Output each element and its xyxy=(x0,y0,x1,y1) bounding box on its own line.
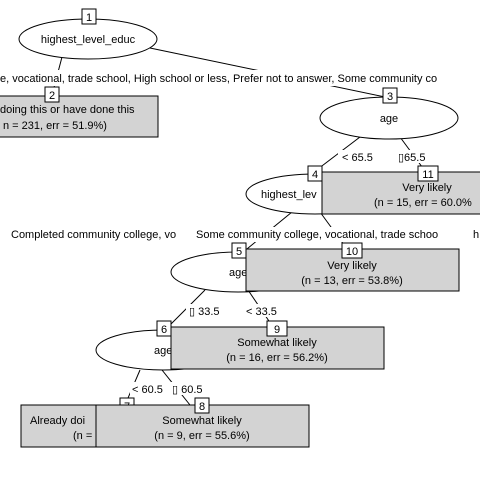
node-9-line2: (n = 16, err = 56.2%) xyxy=(226,352,328,364)
node-2-line1: doing this or have done this xyxy=(0,104,135,116)
node-1: highest_level_educ 1 xyxy=(18,8,158,60)
node-1-id: 1 xyxy=(86,12,92,24)
node-5-label: age xyxy=(229,267,247,279)
edge-label-4-10: Some community college, vocational, trad… xyxy=(196,229,438,241)
edge-label-6-7: < 60.5 xyxy=(132,384,163,396)
node-7-line2: (n = xyxy=(73,430,92,442)
node-1-label: highest_level_educ xyxy=(41,34,136,46)
edge-label-4-5: Completed community college, vo xyxy=(11,229,176,241)
edge-label-6-8: ▯ 60.5 xyxy=(172,384,203,396)
node-8-leaf: Somewhat likely (n = 9, err = 55.6%) 8 xyxy=(95,397,310,448)
edge-label-5-9: < 33.5 xyxy=(246,306,277,318)
node-6-label: age xyxy=(154,345,172,357)
node-9-id: 9 xyxy=(274,324,280,336)
node-10-id: 10 xyxy=(346,246,358,258)
node-2-id: 2 xyxy=(49,90,55,102)
node-4-label: highest_lev xyxy=(261,189,317,201)
edge-label-bg xyxy=(8,227,480,242)
node-11-id: 11 xyxy=(422,169,433,181)
node-10-line1: Very likely xyxy=(327,260,377,272)
edge-label-bg xyxy=(244,304,284,317)
node-11-leaf: Very likely (n = 15, err = 60.0% 11 xyxy=(321,165,480,215)
edge-label-bg xyxy=(395,150,435,163)
node-10-line2: (n = 13, err = 53.8%) xyxy=(301,275,403,287)
node-11-line2: (n = 15, err = 60.0% xyxy=(374,197,472,209)
node-2-leaf: doing this or have done this n = 231, er… xyxy=(0,86,159,138)
edge-label-5-6: ▯ 33.5 xyxy=(189,306,220,318)
edge-label-bg xyxy=(0,70,480,86)
node-2-line2: n = 231, err = 51.9%) xyxy=(3,120,107,132)
node-8-line2: (n = 9, err = 55.6%) xyxy=(154,430,249,442)
node-4-id: 4 xyxy=(312,169,318,181)
node-3-id: 3 xyxy=(387,91,393,103)
edge-label-bg xyxy=(170,382,210,395)
edge-label-bg xyxy=(130,382,170,395)
node-3-label: age xyxy=(380,113,398,125)
edge-label-bg xyxy=(186,304,228,317)
edge-label-1-2: e, vocational, trade school, High school… xyxy=(0,73,437,85)
node-8-id: 8 xyxy=(199,401,205,413)
node-3: age 3 xyxy=(319,87,459,140)
node-7-line1: Already doi xyxy=(30,415,85,427)
node-11-line1: Very likely xyxy=(402,182,452,194)
edge-label-3-4: < 65.5 xyxy=(342,152,373,164)
node-8-line1: Somewhat likely xyxy=(162,415,242,427)
node-5-id: 5 xyxy=(236,246,242,258)
node-6-id: 6 xyxy=(161,324,167,336)
edge-5-6 xyxy=(164,289,206,331)
node-9-leaf: Somewhat likely (n = 16, err = 56.2%) 9 xyxy=(170,320,385,370)
edge-label-bg xyxy=(338,150,378,163)
node-9-line1: Somewhat likely xyxy=(237,337,317,349)
node-10-leaf: Very likely (n = 13, err = 53.8%) 10 xyxy=(245,242,460,292)
edge-label-3-11: ▯65.5 xyxy=(398,152,425,164)
edge-label-4-10-tail: h xyxy=(473,229,479,241)
